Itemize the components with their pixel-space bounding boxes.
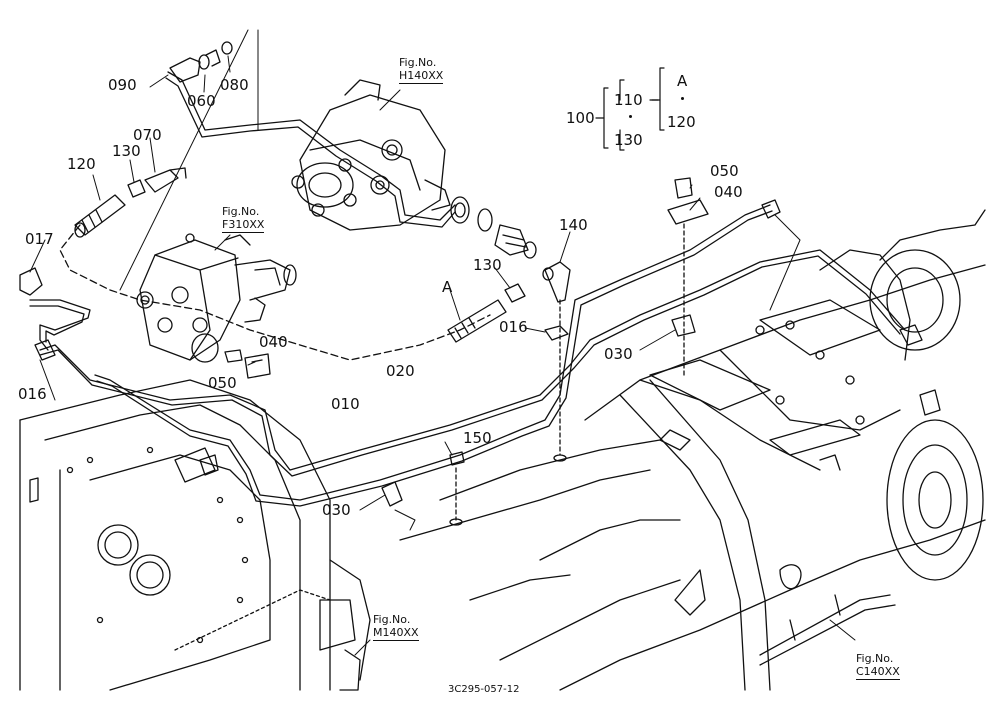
fittings-center bbox=[381, 177, 941, 526]
control-valve-assembly bbox=[136, 233, 297, 379]
front-frame-plate bbox=[19, 379, 371, 691]
hydraulic-pipe-090 bbox=[165, 71, 456, 228]
part-label-120: 120 bbox=[67, 155, 96, 173]
part-label-040: 040 bbox=[259, 333, 288, 351]
part-label-030: 030 bbox=[322, 501, 351, 519]
part-label-050: 050 bbox=[710, 162, 739, 180]
hydraulic-pump-assembly bbox=[291, 79, 537, 259]
fig-ref-code: M140XX bbox=[373, 626, 419, 642]
part-label-a: A bbox=[442, 278, 453, 296]
fig-ref-c140: Fig.No. C140XX bbox=[856, 652, 900, 681]
transmission-housing bbox=[399, 209, 986, 691]
leader-lines bbox=[29, 29, 856, 656]
legend-group-item-120: 120 bbox=[667, 113, 696, 131]
part-label-150: 150 bbox=[463, 429, 492, 447]
fittings-top-left bbox=[19, 41, 233, 361]
fig-ref-title: Fig.No. bbox=[222, 205, 260, 218]
part-label-090: 090 bbox=[108, 76, 137, 94]
fig-ref-title: Fig.No. bbox=[856, 652, 894, 665]
legend-dot bbox=[629, 115, 632, 118]
fig-ref-code: H140XX bbox=[399, 69, 444, 85]
legend-dot bbox=[681, 97, 684, 100]
fig-ref-title: Fig.No. bbox=[399, 56, 437, 69]
fig-ref-code: C140XX bbox=[856, 665, 900, 681]
part-label-130: 130 bbox=[473, 256, 502, 274]
part-label-030: 030 bbox=[604, 345, 633, 363]
part-label-130: 130 bbox=[112, 142, 141, 160]
hydraulic-pipe-010 bbox=[39, 249, 906, 477]
fig-ref-h140: Fig.No. H140XX bbox=[399, 56, 444, 85]
part-label-080: 080 bbox=[220, 76, 249, 94]
fig-ref-f310: Fig.No. F310XX bbox=[222, 205, 265, 234]
part-label-016: 016 bbox=[18, 385, 47, 403]
part-label-016: 016 bbox=[499, 318, 528, 336]
part-label-017: 017 bbox=[25, 230, 54, 248]
part-label-040: 040 bbox=[714, 183, 743, 201]
legend-group-a: A bbox=[677, 72, 688, 90]
part-label-070: 070 bbox=[133, 126, 162, 144]
legend-branch-110: 110 bbox=[614, 91, 643, 109]
hydraulic-pipe-020 bbox=[94, 204, 773, 507]
legend-tree-brackets bbox=[595, 67, 665, 151]
part-label-010: 010 bbox=[331, 395, 360, 413]
part-label-060: 060 bbox=[187, 92, 216, 110]
hose-path-dashed bbox=[59, 224, 491, 361]
legend-branch-130: 130 bbox=[614, 131, 643, 149]
part-label-050: 050 bbox=[208, 374, 237, 392]
hydraulic-pipe-017 bbox=[29, 299, 91, 351]
fig-ref-title: Fig.No. bbox=[373, 613, 411, 626]
part-label-020: 020 bbox=[386, 362, 415, 380]
part-label-140: 140 bbox=[559, 216, 588, 234]
figure-code: 3C295-057-12 bbox=[448, 684, 520, 695]
fig-ref-code: F310XX bbox=[222, 218, 265, 234]
legend-root-100: 100 bbox=[566, 109, 595, 127]
fig-ref-m140: Fig.No. M140XX bbox=[373, 613, 419, 642]
